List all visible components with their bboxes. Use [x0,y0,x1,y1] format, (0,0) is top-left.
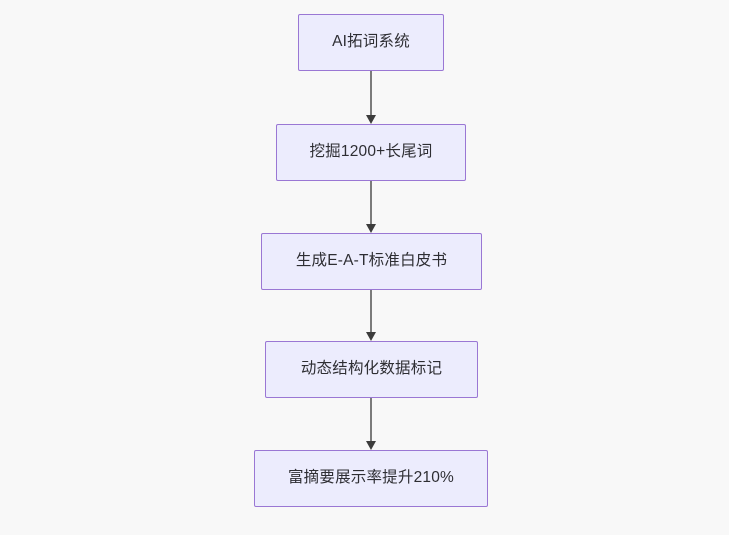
arrow-down-icon [366,224,376,233]
flow-node-4[interactable]: 动态结构化数据标记 [265,341,478,398]
flow-node-label: 生成E-A-T标准白皮书 [295,252,448,270]
flow-node-5[interactable]: 富摘要展示率提升210% [254,450,488,507]
connector-line [370,181,372,225]
flow-node-2[interactable]: 挖掘1200+长尾词 [276,124,466,181]
flow-node-label: 挖掘1200+长尾词 [309,143,433,161]
flow-node-3[interactable]: 生成E-A-T标准白皮书 [261,233,482,290]
flow-node-label: 富摘要展示率提升210% [287,469,455,487]
flow-connector-1 [359,71,383,124]
connector-line [370,290,372,333]
arrow-down-icon [366,115,376,124]
flow-node-label: 动态结构化数据标记 [300,360,443,378]
arrow-down-icon [366,441,376,450]
flow-connector-4 [359,398,383,450]
flow-connector-2 [359,181,383,233]
connector-line [370,71,372,116]
connector-line [370,398,372,442]
arrow-down-icon [366,332,376,341]
flow-node-label: AI拓词系统 [332,33,410,51]
flow-node-1[interactable]: AI拓词系统 [298,14,444,71]
flow-connector-3 [359,290,383,341]
